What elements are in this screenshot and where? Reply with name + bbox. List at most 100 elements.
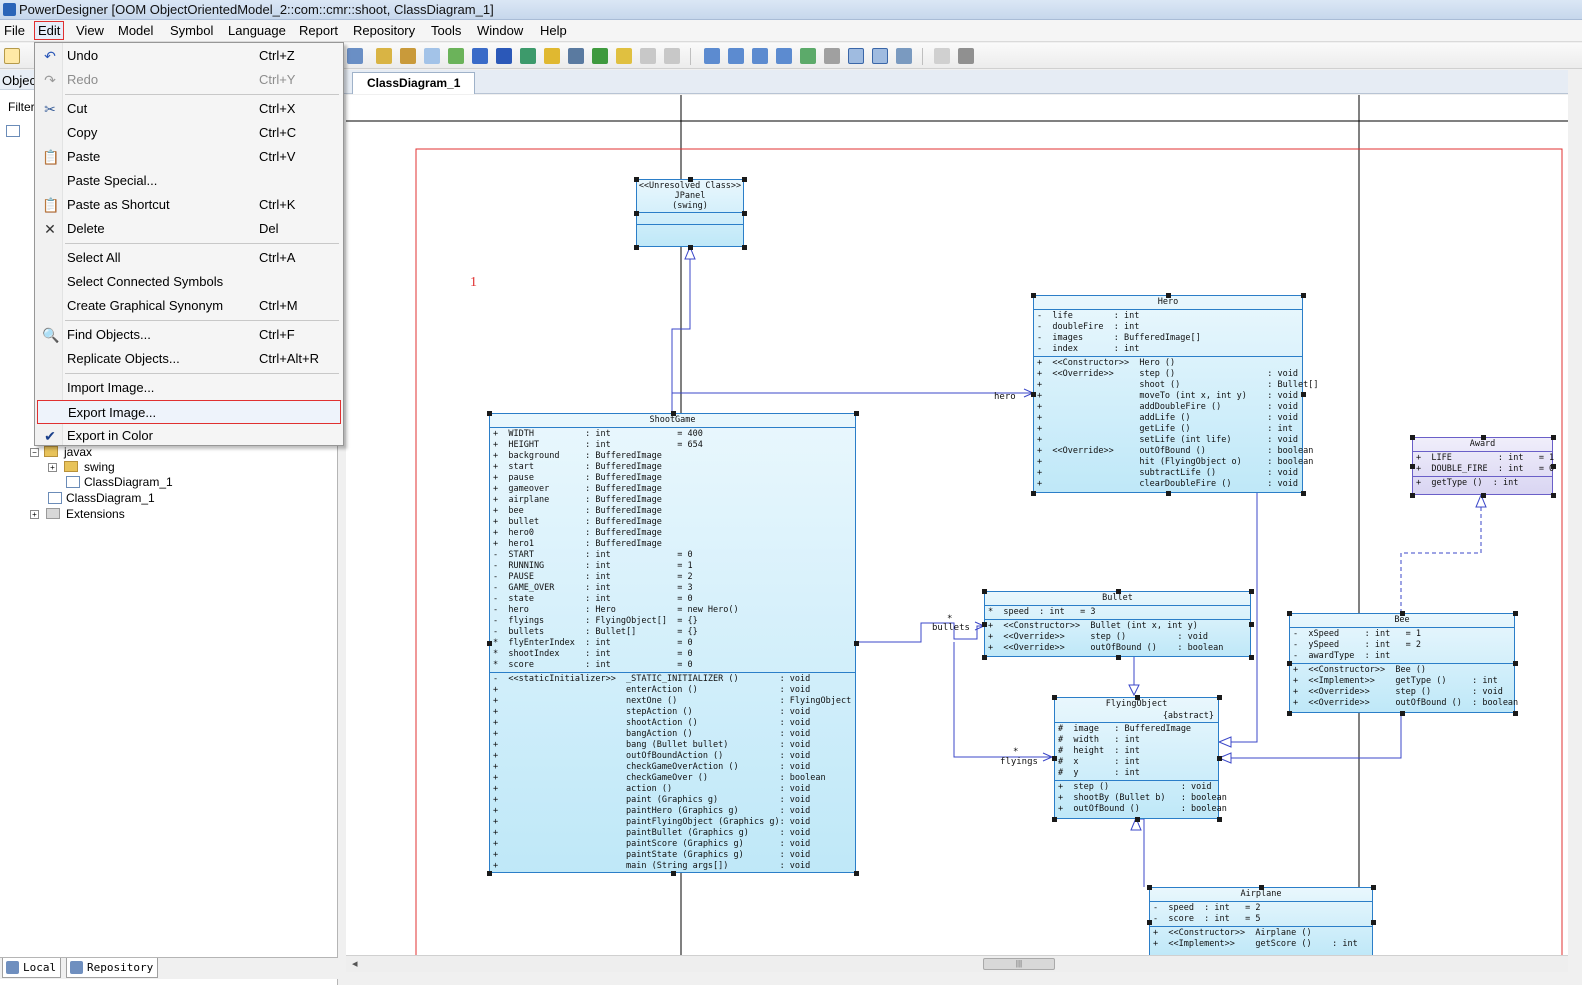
expand-icon[interactable]: + [30, 510, 39, 519]
menu-help[interactable]: Help [540, 23, 567, 38]
resize-handle[interactable] [1480, 493, 1486, 498]
scroll-left-icon[interactable]: ◂ [352, 958, 358, 970]
resize-handle[interactable] [1551, 435, 1556, 440]
resize-handle[interactable] [670, 871, 676, 876]
class-bullet[interactable]: Bullet * speed : int = 3 + <<Constructor… [984, 591, 1251, 657]
tree-item-diagram-root[interactable]: ClassDiagram_1 [48, 490, 248, 506]
resize-handle[interactable] [1410, 493, 1415, 498]
brush-icon[interactable] [568, 48, 584, 64]
resize-handle[interactable] [1513, 711, 1518, 716]
diagram-canvas[interactable]: 1 hero bullets * flyings * <<Unresolved … [346, 95, 1568, 960]
menu-item-export-image[interactable]: Export Image... [37, 400, 341, 424]
resize-handle[interactable] [1134, 817, 1140, 822]
arrow-right-icon[interactable] [664, 48, 680, 64]
generalization-link[interactable] [1221, 493, 1258, 743]
menu-item-replicate-objects[interactable]: Replicate Objects...Ctrl+Alt+R [37, 347, 341, 371]
resize-handle[interactable] [634, 211, 639, 216]
menu-item-export-in-color[interactable]: ✔Export in Color [37, 424, 341, 448]
resize-handle[interactable] [1371, 920, 1376, 925]
view-icon[interactable] [872, 48, 888, 64]
resize-handle[interactable] [1551, 493, 1556, 498]
shape-icon[interactable] [496, 48, 512, 64]
tree-item-swing[interactable]: + swing [48, 459, 248, 475]
resize-handle[interactable] [1052, 817, 1057, 822]
class-jpanel[interactable]: <<Unresolved Class>> JPanel (swing) [636, 179, 744, 247]
resize-handle[interactable] [634, 245, 639, 250]
resize-handle[interactable] [854, 411, 859, 416]
class-flyingobject[interactable]: FlyingObject {abstract} # image : Buffer… [1054, 697, 1227, 819]
arrow-left-icon[interactable] [640, 48, 656, 64]
layout-icon[interactable] [800, 48, 816, 64]
panel-icon[interactable] [896, 48, 912, 64]
interface-icon[interactable] [424, 48, 440, 64]
horizontal-scrollbar[interactable]: ◂ ||| [346, 955, 1568, 972]
align-center-icon[interactable] [728, 48, 744, 64]
tree-item-javax[interactable]: − javax [30, 444, 230, 460]
resize-handle[interactable] [1249, 622, 1254, 627]
resize-handle[interactable] [487, 411, 492, 416]
resize-handle[interactable] [1400, 711, 1405, 716]
resize-handle[interactable] [1287, 711, 1292, 716]
distribute-icon[interactable] [776, 48, 792, 64]
resize-handle[interactable] [1301, 392, 1306, 397]
resize-handle[interactable] [1287, 611, 1292, 616]
menu-edit[interactable]: Edit [34, 21, 65, 40]
menu-tools[interactable]: Tools [431, 23, 462, 38]
group-icon[interactable] [824, 48, 840, 64]
interface-award[interactable]: Award + LIFE : int = 1+ DOUBLE_FIRE : in… [1412, 437, 1554, 495]
zoom-icon[interactable] [848, 48, 864, 64]
resize-handle[interactable] [1052, 695, 1057, 700]
resize-handle[interactable] [742, 245, 747, 250]
generalization-link[interactable] [671, 249, 691, 417]
resize-handle[interactable] [1480, 435, 1486, 440]
class-airplane[interactable]: Airplane - speed : int = 2- score : int … [1149, 887, 1373, 957]
refresh-icon[interactable] [448, 48, 464, 64]
menu-item-paste-special[interactable]: Paste Special... [37, 169, 341, 193]
tree-item-diagram[interactable]: ClassDiagram_1 [66, 474, 266, 490]
tree-item-extensions[interactable]: + Extensions [30, 506, 230, 522]
tab-classdiagram[interactable]: ClassDiagram_1 [352, 72, 476, 94]
vertical-scrollbar[interactable] [1568, 70, 1582, 972]
resize-handle[interactable] [1147, 920, 1152, 925]
association-flyings[interactable] [953, 642, 1052, 758]
class-icon[interactable] [400, 48, 416, 64]
print-preview-icon[interactable] [934, 48, 950, 64]
resize-handle[interactable] [1371, 885, 1376, 890]
resize-handle[interactable] [1031, 293, 1036, 298]
resize-handle[interactable] [1513, 661, 1518, 666]
resize-handle[interactable] [634, 177, 639, 182]
resize-handle[interactable] [1249, 589, 1254, 594]
package-icon[interactable] [376, 48, 392, 64]
menu-symbol[interactable]: Symbol [170, 23, 214, 38]
expand-icon[interactable]: + [48, 463, 57, 472]
resize-handle[interactable] [982, 622, 987, 627]
resize-handle[interactable] [1287, 661, 1292, 666]
resize-handle[interactable] [1513, 611, 1518, 616]
resize-handle[interactable] [1217, 817, 1222, 822]
scrollbar-thumb[interactable]: ||| [983, 958, 1055, 970]
resize-handle[interactable] [1031, 392, 1036, 397]
text-icon[interactable] [592, 48, 608, 64]
resize-handle[interactable] [742, 177, 747, 182]
menu-item-select-connected-symbols[interactable]: Select Connected Symbols [37, 270, 341, 294]
class-hero[interactable]: Hero - life : int- doubleFire : int- ima… [1033, 295, 1318, 493]
class-shootgame[interactable]: ShootGame + WIDTH : int = 400+ HEIGHT : … [489, 413, 856, 873]
resize-handle[interactable] [1410, 435, 1415, 440]
menu-report[interactable]: Report [299, 23, 339, 38]
resize-handle[interactable] [982, 655, 987, 660]
tab-repository[interactable]: Repository [66, 958, 159, 978]
resize-handle[interactable] [1115, 589, 1121, 594]
resize-handle[interactable] [742, 211, 747, 216]
tab-local[interactable]: Local [2, 958, 62, 978]
resize-handle[interactable] [1301, 491, 1306, 496]
resize-handle[interactable] [982, 589, 987, 594]
resize-handle[interactable] [1301, 293, 1306, 298]
print-icon[interactable] [958, 48, 974, 64]
resize-handle[interactable] [854, 641, 859, 646]
class-bee[interactable]: Bee - xSpeed : int = 1- ySpeed : int = 2… [1289, 613, 1518, 713]
resize-handle[interactable] [670, 411, 676, 416]
